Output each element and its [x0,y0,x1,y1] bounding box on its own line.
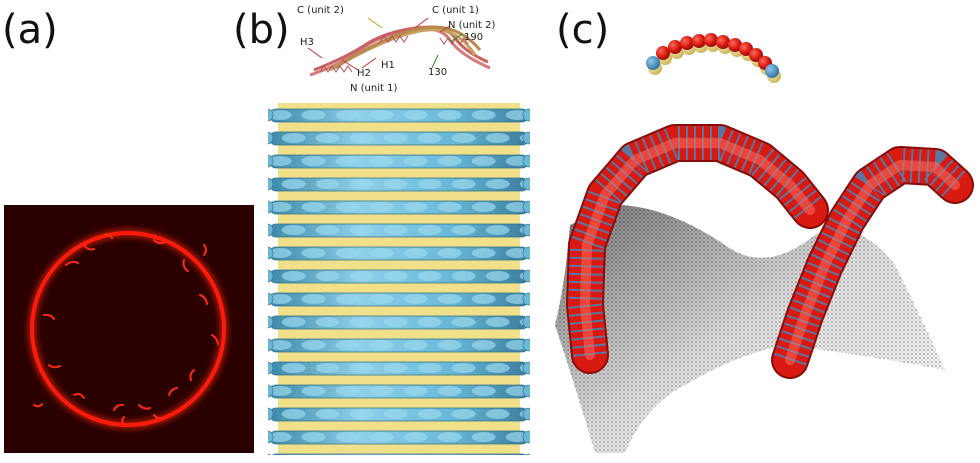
bead-chain [646,33,781,83]
annotation-h1: H1 [381,60,395,71]
tube-subunit-row [268,315,530,330]
annotation-n-unit1: N (unit 1) [350,83,398,94]
tube-subunit-row [268,108,530,123]
tube-left-arch [566,124,829,374]
annotation-c-unit1: C (unit 1) [432,5,479,16]
tube-subunit-rows [268,108,530,455]
panel-b-tube-surface [268,103,530,455]
micrograph-background [4,205,254,453]
membrane-shadow [555,205,945,453]
annotation-190: 190 [464,32,484,43]
tube-subunit-row [268,177,530,192]
callout-lines [307,17,451,71]
panel-a-micrograph [4,205,254,453]
annotation-h3: H3 [300,37,314,48]
bead [692,34,706,48]
callout-line-130 [431,54,439,69]
vesicle-ring [30,231,226,427]
annotation-h2: H2 [357,68,371,79]
tube-subunit-row [268,154,530,169]
panel-b-label: (b) [233,7,290,53]
tube-right-arm [771,146,974,379]
bead [668,40,682,54]
bead [656,46,670,60]
panel-c-label: (c) [556,7,610,53]
tube-subunit-row [268,200,530,215]
bead [749,48,763,62]
end-bead [765,64,779,78]
panel-b-ribbon-structure [307,17,491,77]
tube-subunit-row [268,338,530,353]
annotation-c-unit2: C (unit 2) [297,5,344,16]
panel-a-label: (a) [2,7,58,53]
tube-subunit-row [268,361,530,376]
annotation-n-unit2: N (unit 2) [448,20,496,31]
bead [728,38,742,52]
tube-subunit-row [268,223,530,238]
annotation-130: 130 [428,67,448,78]
tube-subunit-row [268,292,530,307]
helix-coils [319,35,469,73]
tube-subunit-row [268,453,530,455]
panel-c-simulation [555,33,974,453]
callout-line-190 [449,33,463,43]
tube-subunit-row [268,131,530,146]
tube-subunit-row [268,384,530,399]
bead [680,36,694,50]
tube-subunit-row [268,430,530,445]
bead [716,35,730,49]
tube-subunit-row [268,407,530,422]
end-bead [646,56,660,70]
bead [704,33,718,47]
callout-line-c-unit2 [367,17,383,29]
tube-subunit-row [268,269,530,284]
filament-fragments [33,233,219,427]
tube-subunit-row [268,246,530,261]
